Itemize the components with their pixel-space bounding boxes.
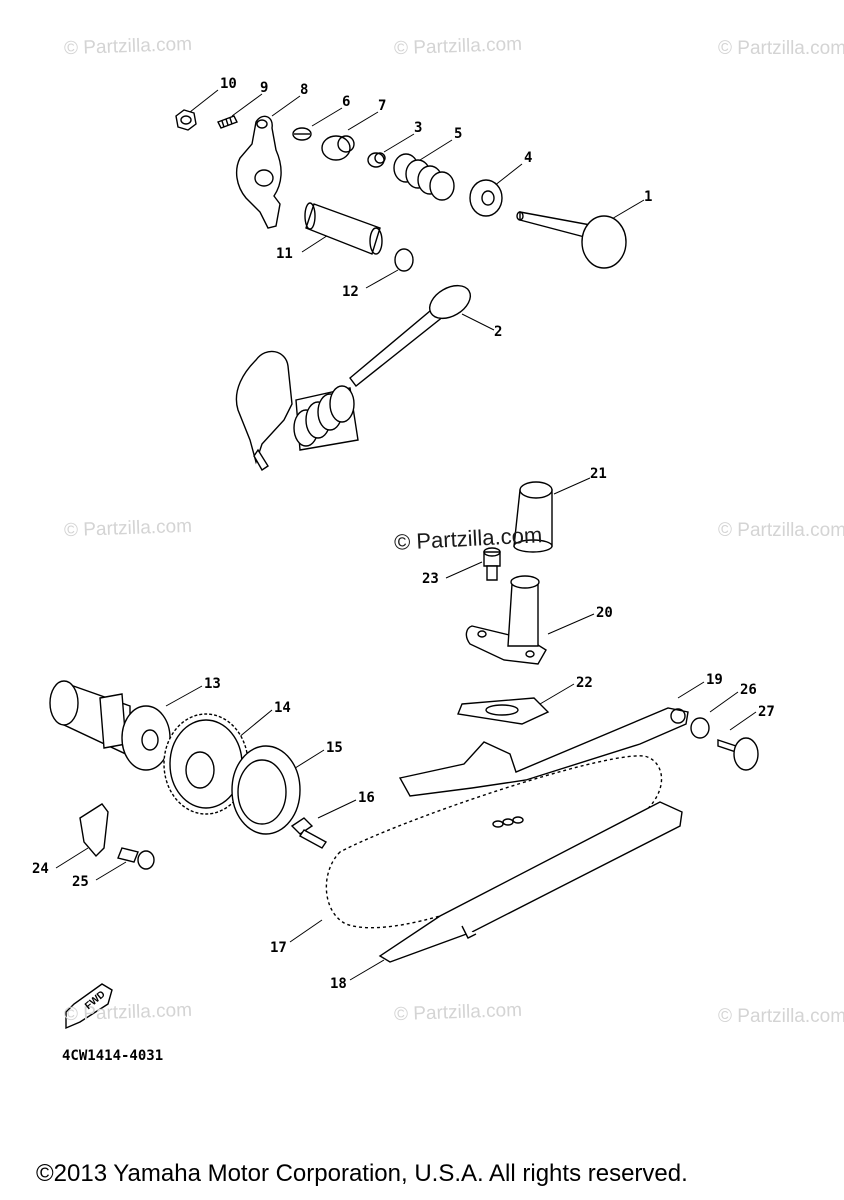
part-15-plate (231, 745, 301, 835)
part-13-camshaft (49, 680, 171, 771)
callout-15: 15 (326, 740, 343, 756)
callout-14: 14 (274, 700, 291, 716)
callout-21: 21 (590, 466, 607, 482)
callout-13: 13 (204, 676, 221, 692)
watermark-bottom-right: © Partzilla.com (718, 1006, 844, 1027)
callout-5: 5 (454, 126, 463, 142)
callout-16: 16 (358, 790, 375, 806)
part-18-chain-guide-intake (378, 801, 683, 963)
leader-lines (55, 89, 757, 981)
part-20-tensioner-body (465, 575, 547, 665)
callout-12: 12 (342, 284, 359, 300)
part-27-guide-bolt (717, 737, 759, 771)
chain-link-detail (492, 816, 524, 828)
watermark-bottom-center: © Partzilla.com (393, 999, 523, 1026)
watermark-top-left: © Partzilla.com (63, 33, 193, 60)
callout-26: 26 (740, 682, 757, 698)
part-4-spring-seat (469, 179, 503, 217)
callout-6: 6 (342, 94, 351, 110)
watermark-top-right: © Partzilla.com (718, 38, 844, 59)
part-26-o-ring (690, 717, 710, 739)
part-24-plate (79, 803, 109, 858)
callout-19: 19 (706, 672, 723, 688)
callout-11: 11 (276, 246, 293, 262)
watermark-mid-right: © Partzilla.com (718, 520, 844, 541)
callout-7: 7 (378, 98, 387, 114)
callout-10: 10 (220, 76, 237, 92)
part-22-gasket (457, 697, 550, 725)
part-10-nut (175, 109, 197, 131)
part-12-o-ring (394, 248, 414, 272)
part-21-tensioner-cap (513, 481, 553, 553)
part-9-adjusting-screw (217, 115, 238, 129)
callout-25: 25 (72, 874, 89, 890)
callout-3: 3 (414, 120, 423, 136)
callout-2: 2 (494, 324, 503, 340)
callout-8: 8 (300, 82, 309, 98)
callout-1: 1 (644, 189, 653, 205)
callout-24: 24 (32, 861, 49, 877)
part-5-valve-spring (393, 153, 455, 201)
callout-18: 18 (330, 976, 347, 992)
callout-4: 4 (524, 150, 533, 166)
part-3-valve-stem-seal (367, 152, 386, 168)
assembled-rocker-group (235, 350, 359, 471)
callout-23: 23 (422, 571, 439, 587)
part-2-valve-intake (349, 284, 471, 387)
part-6-valve-cotter (292, 127, 312, 141)
part-16-bolt (290, 817, 328, 849)
callout-9: 9 (260, 80, 269, 96)
callout-20: 20 (596, 605, 613, 621)
part-11-rocker-shaft (304, 202, 383, 255)
part-25-bolt (117, 847, 155, 870)
part-1-valve-exhaust (516, 211, 627, 269)
callout-17: 17 (270, 940, 287, 956)
callout-27: 27 (758, 704, 775, 720)
copyright-notice: ©2013 Yamaha Motor Corporation, U.S.A. A… (36, 1160, 688, 1187)
watermark-mid-left: © Partzilla.com (63, 515, 193, 542)
part-8-rocker-arm (235, 115, 282, 229)
callout-22: 22 (576, 675, 593, 691)
part-23-bolt (483, 547, 501, 581)
diagram-part-code: 4CW1414-4031 (62, 1048, 164, 1064)
part-14-cam-sprocket (163, 713, 249, 815)
fwd-arrow-icon (65, 983, 113, 1030)
part-7-spring-retainer (321, 135, 355, 161)
watermark-top-center: © Partzilla.com (393, 33, 523, 60)
part-19-chain-guide (398, 707, 689, 797)
